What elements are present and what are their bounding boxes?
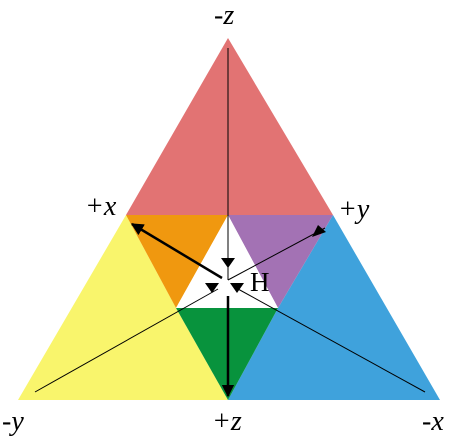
arrowhead-center-right [230,283,244,293]
red-region [126,38,333,215]
label-h: H [250,267,270,297]
yellow-region [18,215,228,400]
label-plus-z: +z [212,406,242,437]
label-minus-z: -z [214,0,234,31]
label-plus-y: +y [338,194,370,225]
arrow-to-plus-x [130,222,223,280]
axis-line-right [237,288,426,393]
arrowhead-upper-right [312,225,326,237]
blue-region [228,215,440,400]
label-minus-y: -y [2,406,24,437]
axis-line-upper-right [227,227,326,281]
label-plus-x: +x [85,191,117,222]
label-minus-x: -x [422,406,444,437]
axis-line-left [34,288,219,393]
arrowhead-center-left [205,283,219,293]
arrowhead-center-top [221,258,235,268]
orange-region [126,215,228,308]
